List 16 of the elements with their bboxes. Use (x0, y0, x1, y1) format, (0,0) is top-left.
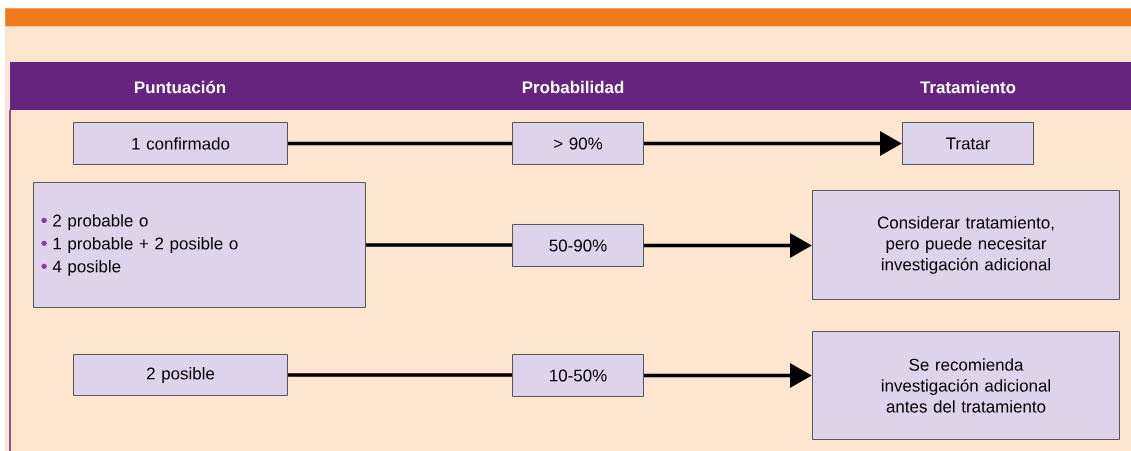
process-box: Considerar tratamiento, pero puede necesitar investigación adicional (812, 190, 1120, 300)
process-box: 2 posible (73, 354, 288, 396)
list-item: 2 probable o (41, 214, 148, 230)
process-box: Se recomienda investigación adicional antes del tratamiento (812, 331, 1120, 440)
list-item: 1 probable + 2 posible o (41, 237, 238, 253)
column-header: Tratamiento (920, 80, 1016, 94)
column-header: Puntuación (135, 80, 226, 94)
process-box: > 90% (512, 122, 644, 165)
top-bar (5, 8, 1131, 27)
process-box: 1 confirmado (73, 122, 288, 165)
process-box: Tratar (902, 122, 1034, 165)
list-item: 4 posible (41, 260, 121, 276)
column-header: Probabilidad (522, 80, 624, 94)
process-box: 50-90% (512, 224, 644, 267)
process-box (33, 182, 366, 308)
process-box: 10-50% (512, 354, 644, 397)
